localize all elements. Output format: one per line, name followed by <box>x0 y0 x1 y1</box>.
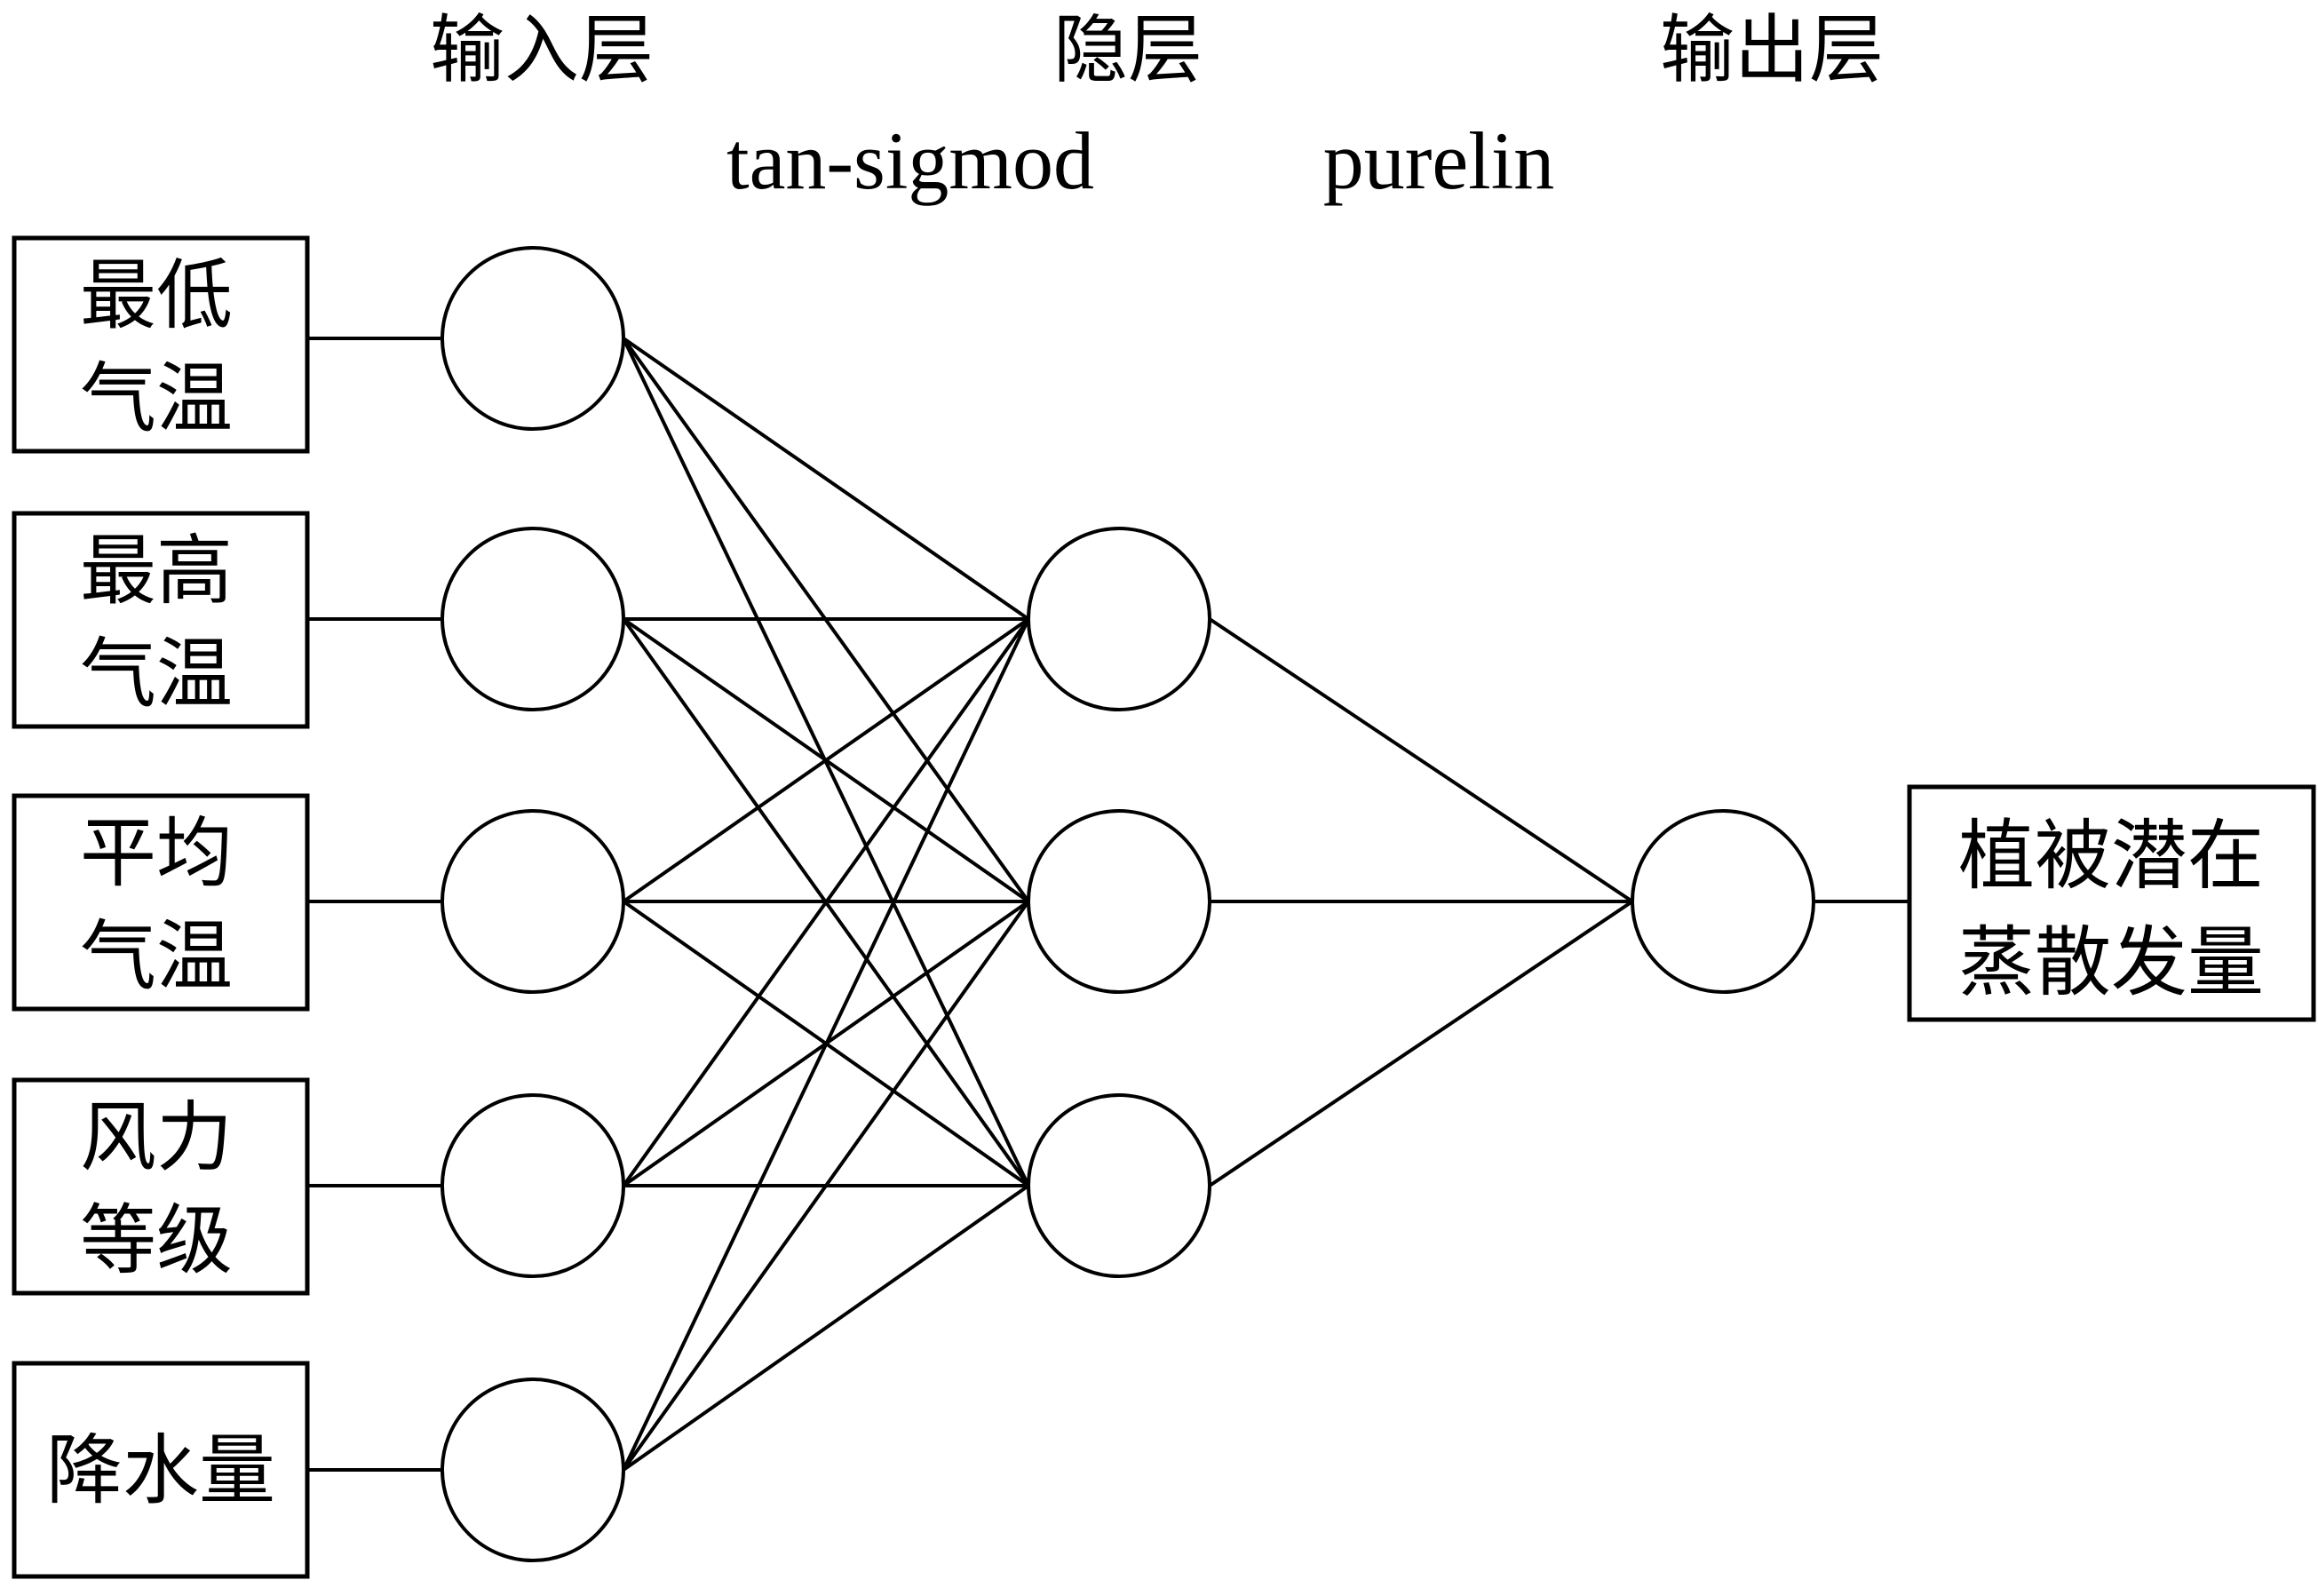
input-box-text: 平均 <box>80 809 233 898</box>
input-node <box>441 246 625 431</box>
input-box-text: 等级 <box>80 1196 233 1285</box>
input-node <box>441 1093 625 1278</box>
input-box-text: 最低 <box>80 251 233 340</box>
input-box-precipitation: 降水量 <box>12 1361 310 1579</box>
input-hidden-connection <box>622 900 1030 1472</box>
input-node <box>441 809 625 994</box>
input-node <box>441 1378 625 1562</box>
input-variable-boxes: 最低 气温 最高 气温 平均 气温 风力 等级 降水量 <box>12 235 310 1579</box>
hidden-function-label: tan-sigmod <box>726 115 1094 206</box>
output-box-pet: 植被潜在 蒸散发量 <box>1907 784 2316 1022</box>
hidden-output-connection <box>1208 900 1634 1187</box>
input-box-text: 气温 <box>80 354 233 443</box>
output-box-text: 植被潜在 <box>1958 812 2264 901</box>
input-node <box>441 527 625 711</box>
output-node <box>1631 809 1815 994</box>
connection-lines <box>307 337 1909 1472</box>
input-hidden-connection <box>622 617 1030 903</box>
input-box-max-temp: 最高 气温 <box>12 511 310 729</box>
input-hidden-connection <box>622 617 1030 1187</box>
hidden-node <box>1027 1093 1211 1278</box>
input-box-text: 气温 <box>80 630 233 719</box>
input-hidden-connection <box>622 337 1030 621</box>
input-hidden-connection <box>622 1184 1030 1472</box>
hidden-layer-title: 隐层 <box>1053 6 1203 93</box>
input-box-min-temp: 最低 气温 <box>12 235 310 454</box>
input-box-text: 风力 <box>80 1093 233 1182</box>
input-hidden-connection <box>622 618 1030 1471</box>
input-box-avg-temp: 平均 气温 <box>12 793 310 1012</box>
hidden-node <box>1027 809 1211 994</box>
output-function-label: purelin <box>1323 115 1555 206</box>
input-box-text: 气温 <box>80 912 233 1001</box>
hidden-node <box>1027 527 1211 711</box>
input-layer-title: 输入层 <box>430 6 654 93</box>
neuron-nodes <box>441 246 1815 1562</box>
input-box-text: 降水量 <box>46 1426 275 1515</box>
output-box-text: 蒸散发量 <box>1958 918 2264 1007</box>
output-layer-title: 输出层 <box>1660 6 1884 93</box>
input-box-wind-level: 风力 等级 <box>12 1077 310 1296</box>
input-box-text: 最高 <box>80 527 233 615</box>
hidden-output-connection <box>1208 617 1634 903</box>
